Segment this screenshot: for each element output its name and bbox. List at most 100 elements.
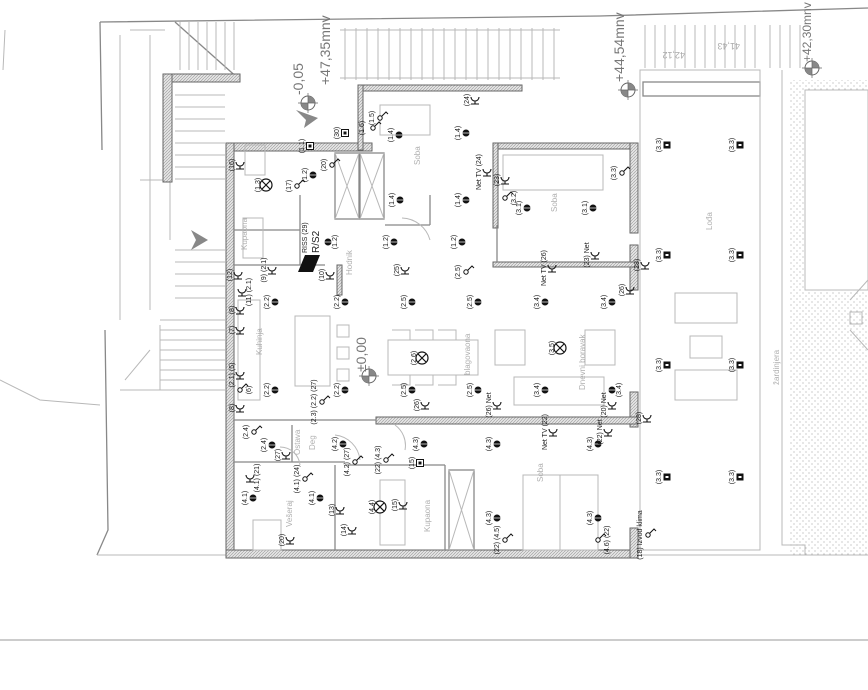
- step-level-b: 41,43: [717, 41, 740, 51]
- switch-fixture: (6): [237, 383, 253, 394]
- circuit-label: (30): [334, 127, 341, 139]
- elevation-marker-icon: [802, 58, 822, 78]
- light-fixture: (2.2): [334, 383, 349, 397]
- circuit-label: (20): [279, 534, 286, 546]
- light-fixture: (1.2): [302, 168, 317, 182]
- circuit-label: (4.2): [332, 437, 339, 451]
- circuit-label: (22) Net: [597, 419, 604, 444]
- light-fixture: (3.4): [608, 383, 623, 397]
- pendant-lamp-icon: [259, 178, 273, 192]
- socket-fixture: (10): [319, 269, 335, 281]
- speaker-icon: [736, 141, 744, 149]
- circuit-label: (4.3): [413, 437, 420, 451]
- room-label: Vešeraj: [285, 500, 294, 527]
- socket-icon: [285, 536, 295, 545]
- circuit-label: (4.1) (24): [294, 465, 301, 494]
- switch-fixture: (3.2): [502, 191, 518, 205]
- circuit-label: (1.5): [369, 111, 376, 125]
- circuit-label: (23) Net: [584, 242, 591, 267]
- circuit-label: (28): [634, 259, 641, 271]
- circuit-label: (2.2): [264, 383, 271, 397]
- light-fixture: (2.5): [401, 383, 416, 397]
- circuit-label: (2.1) (5): [229, 363, 236, 388]
- circuit-label: (1.2): [302, 168, 309, 182]
- socket-icon: [245, 474, 255, 483]
- light-fixture: (4.1): [309, 491, 324, 505]
- room-label: Kuhinja: [255, 328, 264, 355]
- rs2-label: R/S2: [311, 230, 322, 253]
- circuit-label: Net TV (24): [476, 154, 483, 190]
- light-fixture: (2.2): [264, 295, 279, 309]
- speaker-icon: [663, 141, 671, 149]
- switch-icon: [619, 166, 631, 176]
- elevation-markers: [298, 58, 822, 386]
- circuit-label: (3.3): [656, 470, 663, 484]
- terrace: [639, 69, 868, 555]
- circuit-label: (8): [229, 306, 236, 315]
- socket-icon: [607, 401, 617, 410]
- entrance-arrow-icon: [296, 110, 318, 128]
- circuit-label: (2.4): [261, 438, 268, 452]
- room-label: blagovaona: [463, 333, 472, 375]
- switch-icon: [377, 111, 389, 121]
- socket-fixture: (15): [392, 499, 408, 511]
- light-fixture: (3.4): [601, 295, 616, 309]
- speaker-icon: [736, 361, 744, 369]
- switch-fixture: (22) (4.3): [375, 446, 395, 474]
- circuit-label: (3.3): [729, 470, 736, 484]
- site-outline: [0, 7, 868, 641]
- circuit-label: (26): [619, 284, 626, 296]
- light-fixture: (2.5): [401, 295, 416, 309]
- socket-icon: [235, 306, 245, 315]
- walls: [162, 73, 639, 559]
- circuit-label: (3.3): [729, 248, 736, 262]
- circuit-label: (11) (2.1): [246, 278, 253, 306]
- socket-fixture: (12): [227, 269, 243, 281]
- light-fixture: (1.4): [455, 126, 470, 140]
- circuit-label: (1.3): [255, 178, 262, 192]
- socket-fixture: (14): [341, 524, 357, 536]
- socket-icon: [233, 271, 243, 280]
- switch-fixture: (3.3): [611, 166, 631, 180]
- switch-fixture: (1.6): [359, 121, 382, 135]
- socket-icon: [235, 404, 245, 413]
- switch-icon: [237, 383, 249, 393]
- circuit-label: (1.2): [451, 235, 458, 249]
- socket-fixture: (8): [229, 306, 245, 315]
- elevation-marker-icon: [298, 93, 318, 113]
- socket-icon: [482, 168, 492, 177]
- circuit-label: Net TV (26): [541, 250, 548, 286]
- circuit-label: (1.4): [389, 193, 396, 207]
- socket-icon: [547, 264, 557, 273]
- light-fixture: (2.2): [334, 295, 349, 309]
- light-fixture: (4.3): [587, 511, 602, 525]
- socket-fixture: (13): [329, 504, 345, 516]
- light-fixture: (2.4): [261, 438, 276, 452]
- socket-fixture: (9) (2.1): [261, 258, 277, 282]
- circuit-label: (15): [392, 499, 399, 511]
- room-label: Lođa: [705, 212, 714, 230]
- socket-fixture: (23) Net: [584, 242, 600, 268]
- stairs: [119, 22, 801, 391]
- socket-fixture: (22) Net: [597, 419, 613, 445]
- circuit-label: (1.6): [359, 121, 366, 135]
- circuit-label: (3.3): [611, 166, 618, 180]
- speaker-icon: [663, 473, 671, 481]
- circuit-label: (3.1): [516, 201, 523, 215]
- circuit-label: (4.2) (27): [344, 448, 351, 477]
- circuit-label: (3.3): [656, 138, 663, 152]
- speaker-icon: [736, 251, 744, 259]
- speaker-fixture: (3.3): [729, 470, 744, 484]
- circuit-label: (4.4): [369, 500, 376, 514]
- room-label: Soba: [536, 463, 545, 482]
- level-entrance: -0,05: [290, 63, 306, 95]
- switch-fixture: (2.3) (2.2) (27): [311, 379, 331, 425]
- switch-fixture: (1.5): [369, 111, 389, 125]
- switch-fixture: (2.4): [243, 425, 263, 439]
- socket-icon: [281, 451, 291, 460]
- room-label: Kupaona: [423, 499, 432, 532]
- socket-fixture: (8): [229, 404, 245, 413]
- switch-icon: [502, 191, 514, 201]
